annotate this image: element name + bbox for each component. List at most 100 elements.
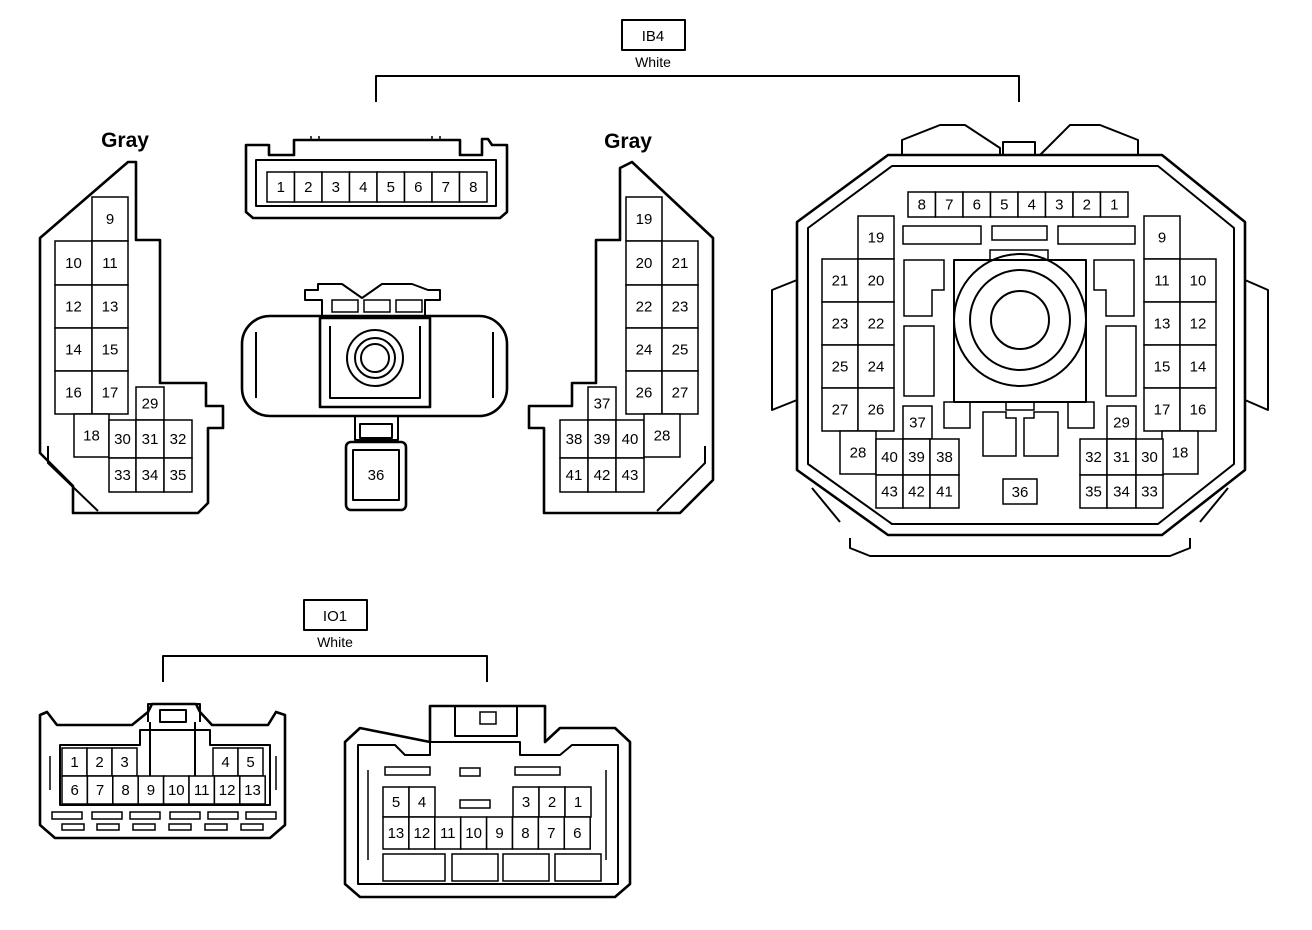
- ib4-right-pin-28: 28: [654, 428, 671, 445]
- ib4-left-pin-30-box: [108, 419, 137, 459]
- ib4-pin-36-label: 36: [368, 467, 385, 484]
- ib4-left-pin-15: 15: [102, 342, 119, 359]
- io1-right-slot-1: [382, 853, 446, 882]
- ib4-right-pin-41: 41: [566, 467, 583, 484]
- ib4-face-pin-41-box: [929, 474, 960, 509]
- ib4-face-top-pin-7: 7: [945, 197, 953, 214]
- ib4-face-pin-15-box: [1143, 344, 1181, 389]
- ib4-face-top-pin-3: 3: [1055, 197, 1063, 214]
- io1-left-slot-1: [51, 811, 83, 820]
- ib4-face-pin-17: 17: [1154, 402, 1171, 419]
- ib4-top-pin-1: 1: [277, 179, 285, 196]
- io1-left-pin-7: 7: [96, 782, 104, 799]
- ib4-face-pin-41: 41: [936, 484, 953, 501]
- ib4-face-pin-11: 11: [1154, 273, 1170, 290]
- io1-right-pin-10: 10: [465, 825, 482, 842]
- ib4-face-pin-21: 21: [832, 273, 849, 290]
- ib4-face-pin-19-box: [857, 215, 895, 260]
- ib4-center-module: 36: [240, 283, 509, 512]
- ib4-face-pin-12: 12: [1190, 316, 1207, 333]
- ib4-face-pin-32-box: [1079, 438, 1108, 476]
- ib4-left-pin-33-box: [108, 457, 137, 493]
- ib4-face-pin-24-box: [857, 344, 895, 389]
- ib4-left-pin-33: 33: [114, 467, 131, 484]
- ib4-face-top-pin-5-box: [989, 191, 1019, 218]
- ib4-top-pin-7-box: [431, 171, 461, 203]
- io1-left-slot-5: [207, 811, 239, 820]
- io1-left-pin-1: 1: [70, 754, 78, 771]
- ib4-face-pin-35: 35: [1085, 484, 1102, 501]
- ib4-face-pin-40: 40: [881, 449, 898, 466]
- io1-right-slot-2: [451, 853, 499, 882]
- io1-right-pin-1-box: [564, 786, 592, 818]
- io1-header: IO1 White: [162, 599, 488, 682]
- ib4-face-pin-35-box: [1079, 474, 1108, 509]
- ib4-face-pin-13: 13: [1154, 316, 1171, 333]
- ib4-header: IB4 White: [375, 19, 1020, 102]
- ib4-face-pin-26-box: [857, 387, 895, 432]
- ib4-face-pin-27: 27: [832, 402, 849, 419]
- gray-label-right: Gray: [604, 130, 652, 153]
- io1-left-pin-8-box: [112, 775, 139, 805]
- io1-code: IO1: [323, 608, 347, 625]
- ib4-left-pin-11: 11: [102, 255, 118, 272]
- ib4-left-pin-17-box: [91, 370, 129, 415]
- ib4-left-pin-35-box: [163, 457, 193, 493]
- ib4-face-pin-14: 14: [1190, 359, 1207, 376]
- io1-left-pin-2: 2: [95, 754, 103, 771]
- ib4-face-pin-29: 29: [1113, 415, 1130, 432]
- ib4-face-pin-15: 15: [1154, 359, 1171, 376]
- io1-left-slot-6: [245, 811, 277, 820]
- ib4-face-pin-38: 38: [936, 449, 953, 466]
- io1-right-pin-6: 6: [573, 825, 581, 842]
- io1-right-slot-3: [502, 853, 550, 882]
- ib4-face-pin-28: 28: [850, 445, 867, 462]
- ib4-face-pin-23: 23: [832, 316, 849, 333]
- ib4-face-top-pin-1: 1: [1110, 197, 1118, 214]
- ib4-top-pin-5: 5: [387, 179, 395, 196]
- ib4-face-pin-9: 9: [1158, 230, 1166, 247]
- ib4-face-pin-42: 42: [908, 484, 925, 501]
- ib4-face-pin-22-box: [857, 301, 895, 346]
- ib4-left-pin-29: 29: [142, 396, 159, 413]
- ib4-left-pin-12: 12: [65, 299, 82, 316]
- ib4-face-top-pin-4-box: [1017, 191, 1047, 218]
- ib4-face-top-pin-2-box: [1072, 191, 1102, 218]
- ib4-left-pin-34: 34: [142, 467, 159, 484]
- ib4-right-pin-21: 21: [672, 255, 689, 272]
- io1-right-pin-9: 9: [495, 825, 503, 842]
- ib4-left-pin-13: 13: [102, 299, 119, 316]
- ib4-face-pin-29-box: [1106, 405, 1137, 440]
- ib4-code: IB4: [642, 28, 665, 45]
- ib4-right-pin-25: 25: [672, 342, 689, 359]
- ib4-right-pin-27: 27: [672, 385, 689, 402]
- ib4-right-pin-37-box: [587, 386, 617, 421]
- ib4-left-pin-30: 30: [114, 431, 131, 448]
- io1-left-pin-5: 5: [246, 754, 254, 771]
- ib4-top-pin-3: 3: [332, 179, 340, 196]
- ib4-face-pin-16: 16: [1190, 402, 1207, 419]
- ib4-face-pin-31: 31: [1113, 449, 1130, 466]
- ib4-left-pin-18: 18: [83, 428, 100, 445]
- ib4-right-pin-23: 23: [672, 299, 689, 316]
- io1-left-pin-13-box: [239, 775, 266, 805]
- ib4-right-pin-37: 37: [594, 396, 611, 413]
- io1-right-pin-3-box: [512, 786, 540, 818]
- ib4-top-pin-2: 2: [304, 179, 312, 196]
- io1-left-slot-2: [91, 811, 123, 820]
- ib4-left-pin-16-box: [54, 370, 93, 415]
- ib4-top-pin-7: 7: [442, 179, 450, 196]
- io1-right-pin-11: 11: [440, 825, 456, 842]
- ib4-face-pin-23-box: [821, 301, 859, 346]
- io1-left-pin-4: 4: [221, 754, 229, 771]
- io1-left-bottom-slot-3: [132, 823, 156, 831]
- ib4-right-pin-21-box: [661, 240, 699, 286]
- ib4-right-pin-20: 20: [636, 255, 653, 272]
- ib4-face-pin-25-box: [821, 344, 859, 389]
